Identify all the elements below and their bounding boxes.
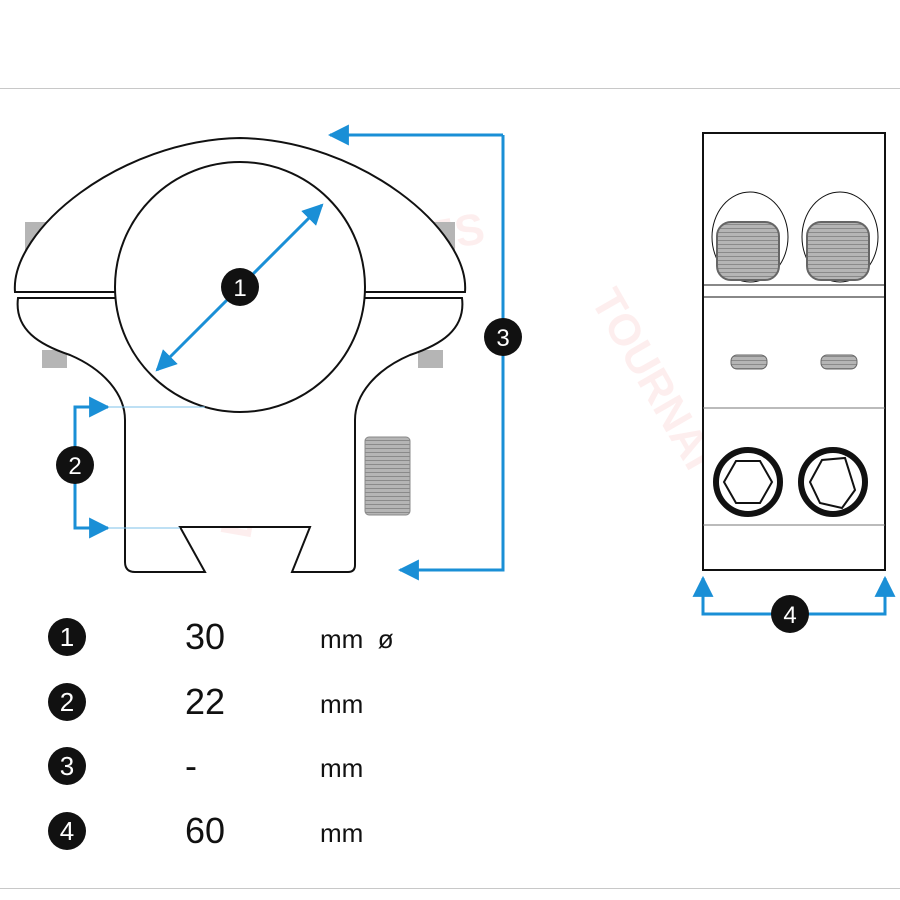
dimension-4-length	[692, 575, 790, 616]
left-bottom-screw	[42, 350, 67, 368]
spec-marker: 1	[48, 618, 86, 656]
front-view	[13, 136, 467, 573]
spec-unit: mm	[320, 753, 364, 783]
dimension-lines	[73, 124, 896, 616]
callout-4: 4	[771, 595, 809, 633]
spec-unit: mm	[320, 818, 364, 848]
pin-left	[730, 354, 768, 370]
spec-row: 1 30 mm ø	[0, 612, 450, 662]
hex-socket-left	[713, 447, 783, 517]
svg-text:1: 1	[233, 275, 246, 302]
spec-row: 4 60 mm	[0, 806, 450, 856]
spec-marker: 2	[48, 683, 86, 721]
spec-marker: 3	[48, 747, 86, 785]
spec-value: -	[185, 745, 197, 786]
spec-unit: mm ø	[320, 624, 394, 654]
top-divider	[0, 88, 900, 89]
hex-socket-right	[798, 447, 868, 517]
top-screw-left	[711, 191, 789, 283]
dimension-2-rail-height	[73, 396, 111, 465]
spec-row: 2 22 mm	[0, 677, 450, 727]
spec-row: 3 - mm	[0, 741, 450, 791]
svg-text:4: 4	[783, 602, 796, 629]
spec-value: 60	[185, 810, 226, 851]
ring-base	[16, 297, 464, 573]
pin-right	[820, 354, 858, 370]
top-screw-right	[801, 191, 879, 283]
side-clamp-screw	[364, 436, 411, 516]
callout-2: 2	[56, 446, 94, 484]
spec-unit: mm	[320, 689, 364, 719]
spec-value: 22	[185, 681, 226, 722]
callout-badges: 1 2 3 4	[56, 268, 809, 633]
callout-1: 1	[221, 268, 259, 306]
spec-value: 30	[185, 616, 226, 657]
right-bottom-screw	[418, 350, 443, 368]
svg-text:2: 2	[68, 453, 81, 480]
spec-marker: 4	[48, 812, 86, 850]
svg-text:3: 3	[496, 325, 509, 352]
side-view	[702, 132, 886, 571]
bottom-divider	[0, 888, 900, 889]
callout-3: 3	[484, 318, 522, 356]
